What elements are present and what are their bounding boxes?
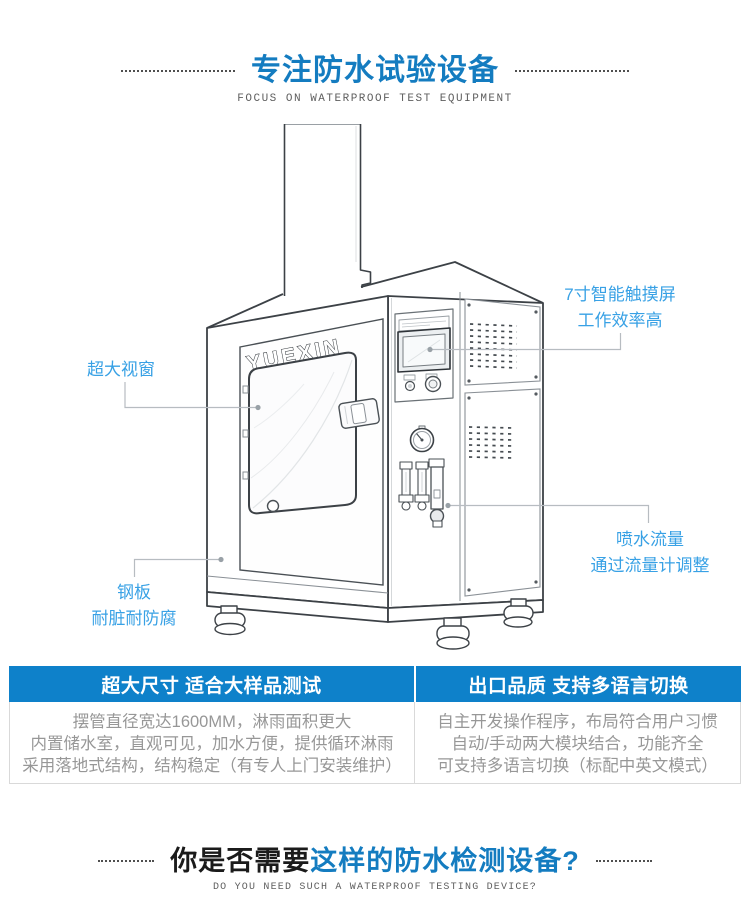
connector-screen bbox=[430, 333, 622, 351]
callout-window: 超大视窗 bbox=[87, 357, 155, 383]
callout-touch-screen: 7寸智能触摸屏 工作效率高 bbox=[540, 282, 700, 334]
machine-door: YUEXIN bbox=[206, 318, 389, 594]
feature-quality-line3: 可支持多语言切换（标配中英文模式） bbox=[437, 757, 718, 775]
control-panel bbox=[394, 292, 461, 601]
footer-title-blue: 这样的防水检测设备? bbox=[310, 846, 580, 876]
vent-panels bbox=[464, 298, 541, 597]
flow-meters bbox=[398, 458, 445, 528]
callout-anchor-dots bbox=[218, 346, 451, 563]
feature-quality-line2: 自动/手动两大模块结合，功能齐全 bbox=[451, 735, 704, 753]
machine-chimney bbox=[283, 124, 372, 299]
feature-banner-quality: 出口品质 支持多语言切换 bbox=[416, 666, 741, 702]
bottom-header: 你是否需要这样的防水检测设备? DO YOU NEED SUCH A WATER… bbox=[0, 843, 750, 893]
dotted-divider-left bbox=[121, 70, 235, 72]
callout-flow: 喷水流量 通过流量计调整 bbox=[565, 527, 735, 579]
feature-size-line3: 采用落地式结构，结构稳定（有专人上门安装维护） bbox=[22, 757, 402, 775]
page-subtitle: FOCUS ON WATERPROOF TEST EQUIPMENT bbox=[237, 93, 513, 105]
feature-banner-quality-title: 出口品质 支持多语言切换 bbox=[468, 675, 689, 697]
door-lock-knob bbox=[266, 499, 280, 513]
touch-screen bbox=[397, 327, 451, 373]
dotted-divider-right-bottom bbox=[595, 860, 652, 862]
feature-banner-size: 超大尺寸 适合大样品测试 bbox=[9, 666, 414, 702]
feature-banner-size-title: 超大尺寸 适合大样品测试 bbox=[101, 675, 322, 697]
top-header: 专注防水试验设备 FOCUS ON WATERPROOF TEST EQUIPM… bbox=[0, 52, 750, 105]
door-handle bbox=[338, 398, 380, 429]
footer-title-black: 你是否需要 bbox=[170, 846, 311, 876]
pressure-gauge bbox=[409, 425, 435, 453]
connector-steel bbox=[133, 558, 219, 577]
callout-flow-line2: 通过流量计调整 bbox=[590, 556, 710, 575]
callout-steel-line2: 耐脏耐防腐 bbox=[91, 609, 177, 628]
callout-steel: 钢板 耐脏耐防腐 bbox=[68, 580, 200, 632]
leveling-feet bbox=[214, 598, 534, 650]
callout-steel-line1: 钢板 bbox=[117, 583, 151, 602]
machine-illustration: YUEXIN bbox=[124, 124, 650, 650]
feature-size-line1: 摆管直径宽达1600MM，淋雨面积更大 bbox=[72, 713, 352, 731]
connector-flow bbox=[448, 504, 650, 523]
feature-quality-line1: 自主开发操作程序，布局符合用户习惯 bbox=[437, 713, 718, 731]
callout-flow-line1: 喷水流量 bbox=[616, 530, 684, 549]
feature-text-size: 摆管直径宽达1600MM，淋雨面积更大 内置储水室，直观可见，加水方便，提供循环… bbox=[10, 702, 415, 783]
callout-window-label: 超大视窗 bbox=[87, 360, 155, 379]
viewing-window bbox=[242, 351, 357, 515]
footer-subtitle: DO YOU NEED SUCH A WATERPROOF TESTING DE… bbox=[212, 882, 538, 893]
feature-section: 超大尺寸 适合大样品测试 出口品质 支持多语言切换 摆管直径宽达1600MM，淋… bbox=[9, 666, 741, 784]
feature-text-quality: 自主开发操作程序，布局符合用户习惯 自动/手动两大模块结合，功能齐全 可支持多语… bbox=[415, 702, 740, 783]
feature-banners: 超大尺寸 适合大样品测试 出口品质 支持多语言切换 bbox=[9, 666, 741, 702]
feature-size-line2: 内置储水室，直观可见，加水方便，提供循环淋雨 bbox=[30, 735, 394, 753]
callout-connectors bbox=[124, 333, 650, 577]
connector-window bbox=[124, 382, 256, 409]
callout-touch-screen-line1: 7寸智能触摸屏 bbox=[564, 285, 676, 304]
dotted-divider-right bbox=[515, 70, 629, 72]
dotted-divider-left-bottom bbox=[98, 860, 155, 862]
footer-title: 你是否需要这样的防水检测设备? bbox=[170, 843, 580, 879]
feature-body: 摆管直径宽达1600MM，淋雨面积更大 内置储水室，直观可见，加水方便，提供循环… bbox=[9, 702, 741, 784]
callout-touch-screen-line2: 工作效率高 bbox=[577, 311, 663, 330]
page-title: 专注防水试验设备 bbox=[251, 54, 499, 87]
